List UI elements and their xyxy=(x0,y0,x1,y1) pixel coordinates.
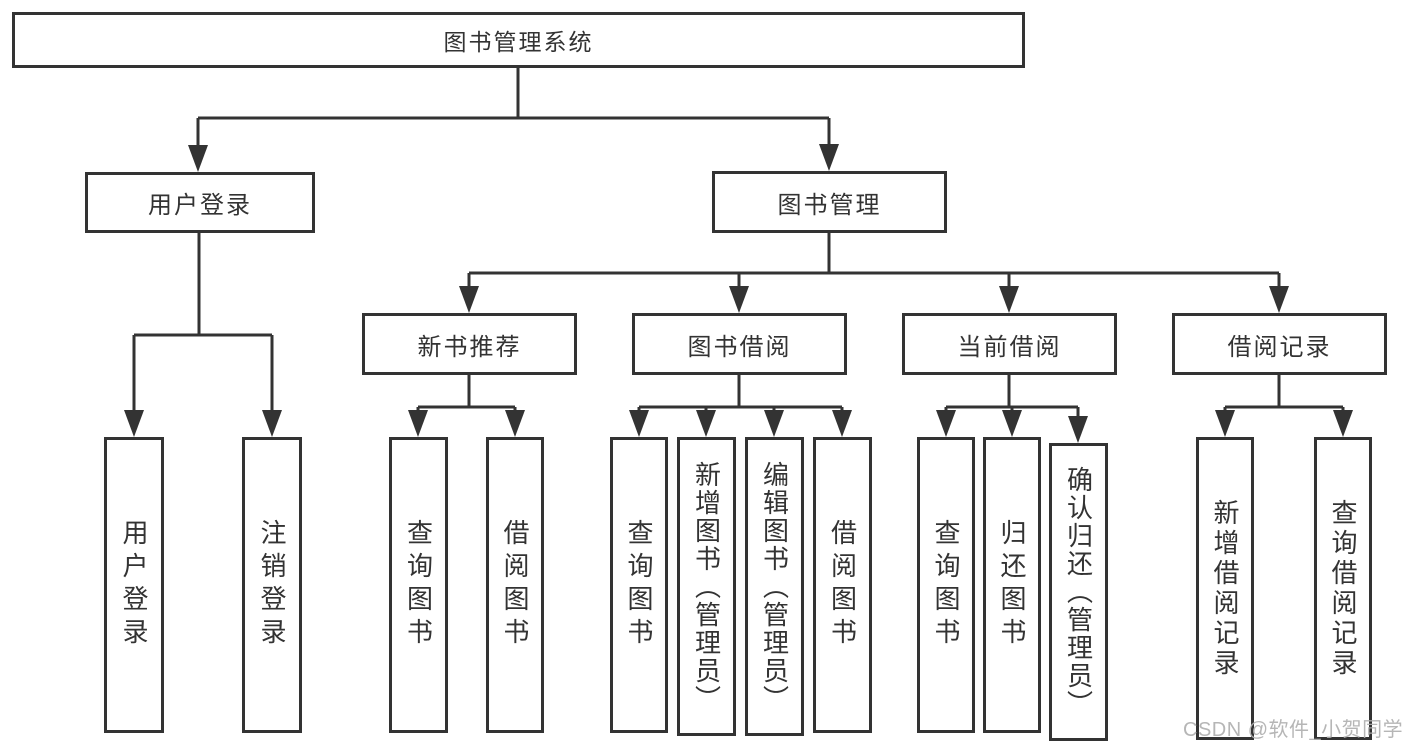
arrowhead-icon xyxy=(262,410,282,437)
connector-path xyxy=(132,233,274,417)
arrowhead-icon xyxy=(188,145,208,172)
arrowhead-icon xyxy=(936,410,956,437)
node-leaf-user-login: 用户登录 xyxy=(104,437,164,733)
arrowhead-icon xyxy=(832,410,852,437)
arrowhead-icon xyxy=(1269,286,1289,313)
watermark: CSDN @软件_小贺同学 xyxy=(1183,719,1404,741)
arrowhead-icon xyxy=(1068,416,1088,443)
node-leaf-borrow-book-1-label: 借阅图书 xyxy=(500,519,530,651)
node-leaf-query-book-1: 查询图书 xyxy=(389,437,448,733)
node-leaf-add-book: 新增图书（管理员） xyxy=(677,437,736,736)
node-new-book-rec-label: 新书推荐 xyxy=(417,333,522,361)
node-borrow-record-label: 借阅记录 xyxy=(1227,333,1332,361)
node-leaf-query-book-2: 查询图书 xyxy=(610,437,668,733)
node-user-login-label: 用户登录 xyxy=(148,192,252,219)
arrowhead-icon xyxy=(505,410,525,437)
connector-path xyxy=(1223,375,1345,417)
node-leaf-add-record-label: 新增借阅记录 xyxy=(1210,498,1240,679)
node-root-label: 图书管理系统 xyxy=(443,29,594,55)
connector-path xyxy=(196,68,831,152)
node-leaf-logout-label: 注销登录 xyxy=(257,519,287,651)
arrowhead-icon xyxy=(696,410,716,437)
node-leaf-query-book-1-label: 查询图书 xyxy=(403,519,434,651)
arrowhead-icon xyxy=(459,286,479,313)
node-leaf-borrow-book-1: 借阅图书 xyxy=(486,437,544,733)
node-leaf-query-book-2-label: 查询图书 xyxy=(624,519,654,651)
connector-path xyxy=(637,375,844,417)
arrowhead-icon xyxy=(1333,410,1353,437)
connector-path xyxy=(416,375,517,417)
node-leaf-confirm-return-label: 确认归还（管理员） xyxy=(1063,466,1094,718)
node-borrow-record: 借阅记录 xyxy=(1172,313,1387,375)
node-leaf-logout: 注销登录 xyxy=(242,437,302,733)
node-leaf-query-record-label: 查询借阅记录 xyxy=(1328,498,1358,679)
node-book-borrow: 图书借阅 xyxy=(632,313,847,375)
node-leaf-confirm-return: 确认归还（管理员） xyxy=(1049,443,1108,741)
node-root: 图书管理系统 xyxy=(12,12,1025,68)
arrowhead-icon xyxy=(629,410,649,437)
node-curr-borrow-label: 当前借阅 xyxy=(957,333,1062,361)
node-leaf-return-book-label: 归还图书 xyxy=(997,519,1027,651)
node-user-login: 用户登录 xyxy=(85,172,315,233)
node-leaf-query-record: 查询借阅记录 xyxy=(1314,437,1372,740)
arrowhead-icon xyxy=(1215,410,1235,437)
node-leaf-borrow-book-2-label: 借阅图书 xyxy=(827,519,858,651)
arrowhead-icon xyxy=(764,410,784,437)
node-leaf-add-book-label: 新增图书（管理员） xyxy=(691,460,722,713)
arrowhead-icon xyxy=(729,286,749,313)
node-book-borrow-label: 图书借阅 xyxy=(687,333,792,361)
node-leaf-borrow-book-2: 借阅图书 xyxy=(813,437,872,733)
arrowhead-icon xyxy=(124,410,144,437)
arrowhead-icon xyxy=(408,410,428,437)
arrowhead-icon xyxy=(819,144,839,171)
node-curr-borrow: 当前借阅 xyxy=(902,313,1117,375)
node-leaf-query-book-3-label: 查询图书 xyxy=(931,519,961,651)
node-book-mgmt: 图书管理 xyxy=(712,171,947,233)
arrowhead-icon xyxy=(1002,410,1022,437)
node-leaf-return-book: 归还图书 xyxy=(983,437,1041,733)
arrowhead-icon xyxy=(999,286,1019,313)
node-leaf-edit-book-label: 编辑图书（管理员） xyxy=(759,460,790,713)
node-leaf-query-book-3: 查询图书 xyxy=(917,437,975,733)
connector-path xyxy=(467,233,1281,293)
node-new-book-rec: 新书推荐 xyxy=(362,313,577,375)
connector-path xyxy=(944,375,1080,423)
node-leaf-edit-book: 编辑图书（管理员） xyxy=(745,437,804,736)
node-leaf-add-record: 新增借阅记录 xyxy=(1196,437,1254,740)
node-book-mgmt-label: 图书管理 xyxy=(777,191,882,219)
node-leaf-user-login-label: 用户登录 xyxy=(119,519,149,651)
